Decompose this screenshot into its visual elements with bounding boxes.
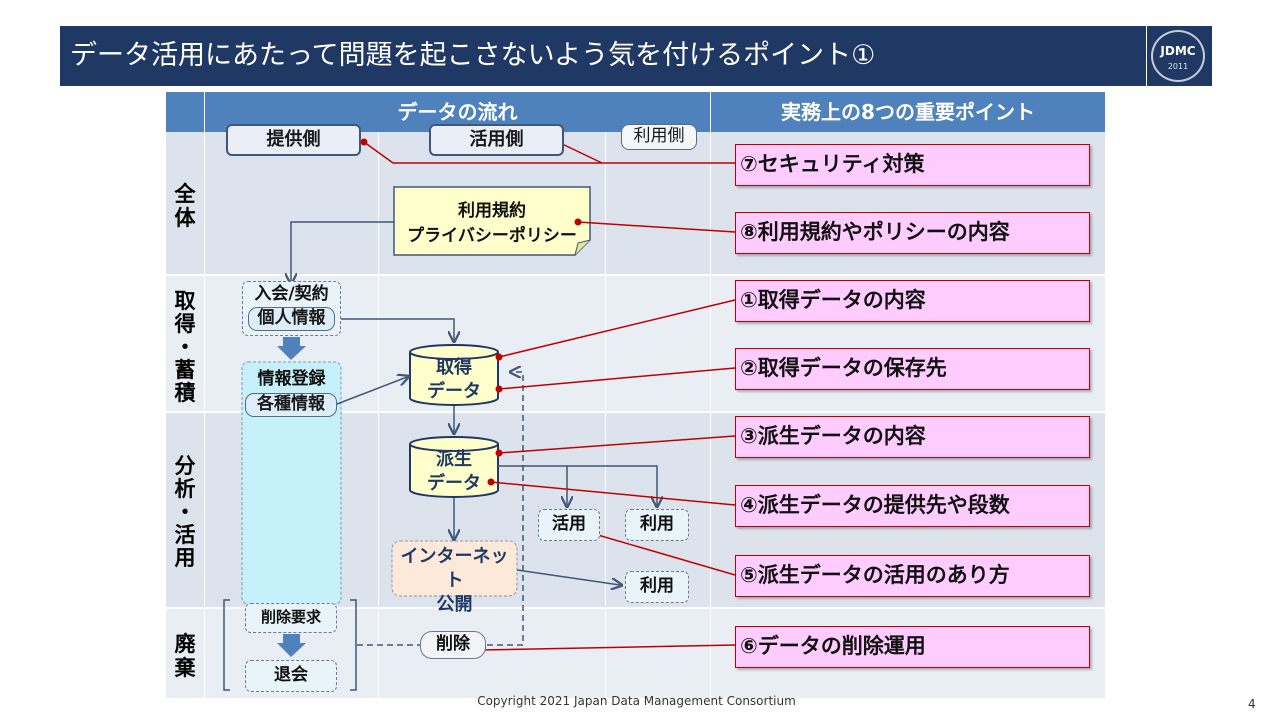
dispose-bracket-right <box>350 599 357 691</box>
personal-to-acquired-arrow <box>341 318 454 340</box>
derived-data-label: 派生 データ <box>427 449 481 494</box>
page-number: 4 <box>1248 697 1256 711</box>
callout-line-derived-use <box>590 532 736 576</box>
internet-box <box>391 540 518 597</box>
callout-line-user <box>557 141 603 164</box>
provider-side-label: 提供側 <box>226 124 361 156</box>
terms-to-join-arrow <box>291 221 394 282</box>
down-arrow-icon <box>277 634 306 657</box>
callout-line-acquired-store <box>498 367 736 390</box>
riyo-box-2: 利用 <box>625 571 689 603</box>
use-side-label: 利用側 <box>621 124 697 150</box>
logo-year: 2011 <box>1167 62 1189 71</box>
register-label: 情報登録 <box>257 369 326 389</box>
point-acquired-content: ①取得データの内容 <box>735 280 1090 322</box>
grid-line <box>166 274 1105 276</box>
grid-line <box>204 92 205 698</box>
derived-to-riyo-arrow <box>567 465 657 505</box>
delete-pill: 削除 <box>420 631 486 659</box>
grid-line <box>166 411 1105 413</box>
personal-info-tag: 個人情報 <box>248 307 335 331</box>
row-label-overall: 全 体 <box>174 182 196 230</box>
footer-copyright: Copyright 2021 Japan Data Management Con… <box>477 694 796 708</box>
logo-text: JDMC <box>1160 44 1196 58</box>
acquired-data-cylinder <box>409 344 499 406</box>
internet-label: インターネット 公開 <box>400 546 509 615</box>
user-side-label: 活用側 <box>429 124 564 156</box>
grid-line <box>710 92 711 698</box>
header-points: 実務上の8つの重要ポイント <box>711 92 1105 132</box>
riyo-box-1: 利用 <box>625 509 689 541</box>
point-derived-content: ③派生データの内容 <box>735 416 1090 458</box>
title-bar <box>60 26 1146 86</box>
delete-request-box: 削除要求 <box>245 603 337 633</box>
header-corner <box>166 92 204 132</box>
slide-title: データ活用にあたって問題を起こさないよう気を付けるポイント① <box>70 40 876 71</box>
various-info-tag: 各種情報 <box>245 393 337 417</box>
down-arrow-icon <box>277 337 306 360</box>
grid-line <box>166 607 1105 609</box>
internet-to-riyo-arrow <box>516 569 620 585</box>
callout-line-terms <box>577 221 736 233</box>
acquired-data-label: 取得 データ <box>427 357 481 402</box>
row-label-dispose: 廃 棄 <box>174 632 196 680</box>
point-terms: ⑧利用規約やポリシーの内容 <box>735 212 1090 254</box>
various-to-acquired-arrow <box>336 377 407 405</box>
point-derived-provide: ④派生データの提供先や段数 <box>735 485 1090 527</box>
callout-line-acquired-content <box>498 299 736 358</box>
grid-line <box>378 132 379 698</box>
row-label-acquire: 取 得 ・ 蓄 積 <box>174 289 196 405</box>
katsuyo-box: 活用 <box>538 509 600 541</box>
callout-line-provider <box>363 141 735 164</box>
callout-line-derived-content <box>498 435 736 454</box>
point-security: ⑦セキュリティ対策 <box>735 144 1090 186</box>
grid-line <box>605 132 606 698</box>
row-label-analyze: 分 析 ・ 活 用 <box>174 454 196 570</box>
join-label: 入会/契約 <box>254 284 329 304</box>
delete-to-acquired-dashed <box>487 372 524 646</box>
derived-data-cylinder <box>409 436 499 498</box>
point-acquired-storage: ②取得データの保存先 <box>735 348 1090 390</box>
leave-box: 退会 <box>245 660 337 692</box>
callout-line-derived-provide <box>490 481 736 506</box>
callout-line-delete <box>480 644 736 651</box>
point-deletion: ⑥データの削除運用 <box>735 626 1090 668</box>
terms-document-text: 利用規約 プライバシーポリシー <box>407 201 577 246</box>
member-column <box>241 361 342 605</box>
dispose-bracket-left <box>223 599 230 691</box>
jdmc-logo: JDMC 2011 <box>1151 30 1205 82</box>
point-derived-use: ⑤派生データの活用のあり方 <box>735 555 1090 597</box>
